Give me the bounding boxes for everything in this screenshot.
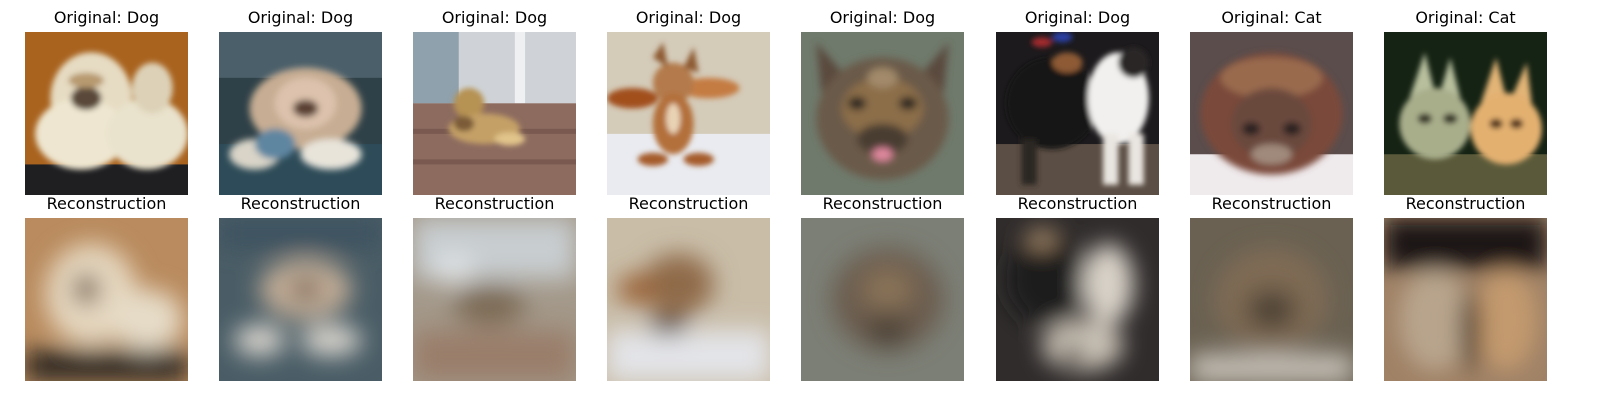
reconstruction-title-7: Reconstruction bbox=[1211, 194, 1332, 213]
original-image-3 bbox=[413, 32, 576, 195]
reconstruction-image-7 bbox=[1190, 218, 1353, 381]
reconstruction-image-1 bbox=[25, 218, 188, 381]
reconstruction-title-6: Reconstruction bbox=[1017, 194, 1138, 213]
reconstruction-image-4 bbox=[607, 218, 770, 381]
original-title-3: Original: Dog bbox=[441, 8, 548, 27]
original-title-2: Original: Dog bbox=[247, 8, 354, 27]
original-image-6 bbox=[996, 32, 1159, 195]
reconstruction-title-4: Reconstruction bbox=[628, 194, 749, 213]
original-title-1: Original: Dog bbox=[53, 8, 160, 27]
reconstruction-image-2 bbox=[219, 218, 382, 381]
original-image-7 bbox=[1190, 32, 1353, 195]
original-title-7: Original: Cat bbox=[1221, 8, 1322, 27]
original-title-8: Original: Cat bbox=[1415, 8, 1516, 27]
reconstruction-title-2: Reconstruction bbox=[240, 194, 361, 213]
original-image-4 bbox=[607, 32, 770, 195]
reconstruction-title-5: Reconstruction bbox=[822, 194, 943, 213]
original-title-4: Original: Dog bbox=[635, 8, 742, 27]
reconstruction-image-6 bbox=[996, 218, 1159, 381]
reconstruction-title-8: Reconstruction bbox=[1405, 194, 1526, 213]
reconstruction-title-1: Reconstruction bbox=[46, 194, 167, 213]
reconstruction-image-8 bbox=[1384, 218, 1547, 381]
reconstruction-image-5 bbox=[801, 218, 964, 381]
original-title-5: Original: Dog bbox=[829, 8, 936, 27]
original-image-5 bbox=[801, 32, 964, 195]
original-image-1 bbox=[25, 32, 188, 195]
reconstruction-title-3: Reconstruction bbox=[434, 194, 555, 213]
original-image-2 bbox=[219, 32, 382, 195]
original-title-6: Original: Dog bbox=[1024, 8, 1131, 27]
reconstruction-image-3 bbox=[413, 218, 576, 381]
original-image-8 bbox=[1384, 32, 1547, 195]
